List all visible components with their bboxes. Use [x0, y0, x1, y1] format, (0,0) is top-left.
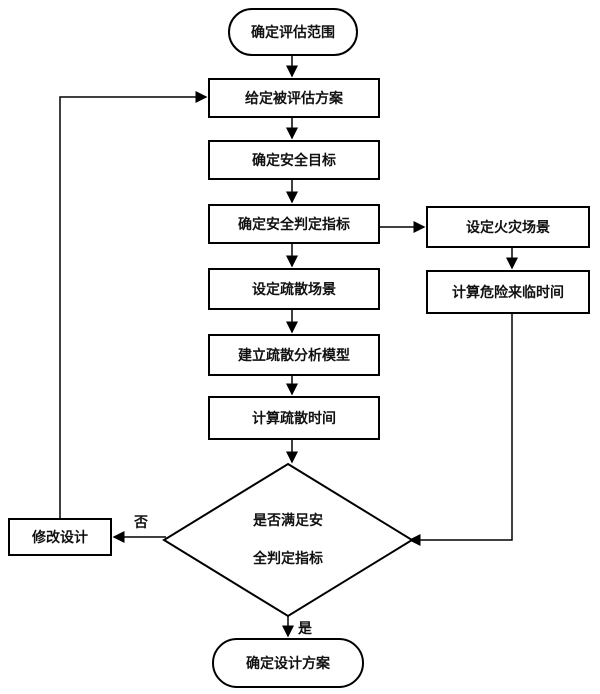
node-evac-time-label: 计算疏散时间 [252, 411, 336, 427]
node-model: 建立疏散分析模型 [208, 334, 380, 376]
node-start-label: 确定评估范围 [251, 25, 335, 41]
node-criteria-label: 确定安全判定指标 [238, 217, 350, 233]
edge-label-yes: 是 [298, 621, 312, 637]
decision-line-1: 是否满足安 [253, 513, 323, 529]
node-evac-scenario-label: 设定疏散场景 [252, 282, 336, 298]
node-scheme-label: 给定被评估方案 [245, 91, 343, 107]
edge-label-no: 否 [134, 515, 148, 531]
node-evac-time: 计算疏散时间 [208, 396, 380, 440]
node-fire-scenario: 设定火灾场景 [426, 206, 590, 248]
node-modify-label: 修改设计 [32, 530, 88, 546]
node-start: 确定评估范围 [228, 8, 358, 56]
node-model-label: 建立疏散分析模型 [238, 348, 350, 364]
node-end: 确定设计方案 [212, 638, 364, 688]
node-modify: 修改设计 [8, 518, 112, 556]
node-danger-time: 计算危险来临时间 [426, 270, 590, 314]
node-goal-label: 确定安全目标 [252, 153, 336, 169]
node-criteria: 确定安全判定指标 [208, 204, 380, 244]
decision-diamond [162, 462, 414, 618]
node-scheme: 给定被评估方案 [208, 78, 380, 118]
decision-line-2: 全判定指标 [253, 551, 323, 567]
node-danger-time-label: 计算危险来临时间 [452, 285, 564, 301]
node-goal: 确定安全目标 [208, 140, 380, 180]
node-end-label: 确定设计方案 [246, 656, 330, 672]
arrow-danger-to-decision [408, 314, 513, 546]
node-evac-scenario: 设定疏散场景 [208, 268, 380, 310]
arrow-modify-to-scheme [59, 91, 208, 518]
node-fire-scenario-label: 设定火灾场景 [466, 220, 550, 236]
